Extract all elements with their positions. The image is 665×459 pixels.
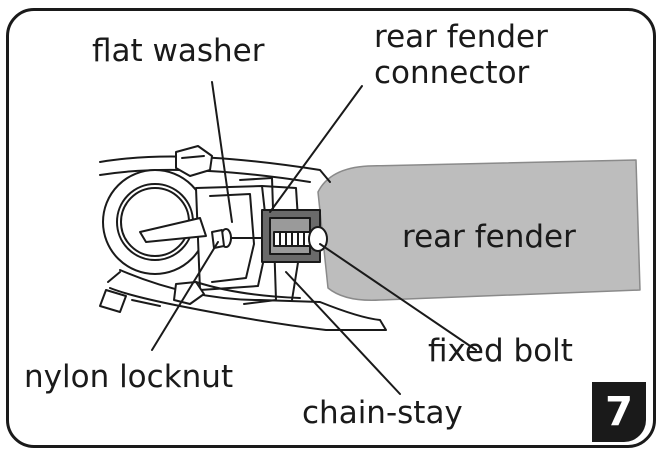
leader-nylon-locknut: [151, 241, 219, 351]
leader-flat-washer: [211, 81, 233, 223]
top-nut: [175, 145, 213, 177]
label-fixed-bolt: fixed bolt: [428, 333, 573, 369]
label-flat-washer: flat washer: [92, 33, 265, 69]
leader-rear-fender-connector: [269, 85, 363, 213]
label-chain-stay: chain-stay: [302, 395, 463, 431]
label-rear-fender-connector-line1: rear fender: [374, 19, 548, 55]
label-rear-fender-connector-line2: connector: [374, 55, 530, 91]
step-number-badge: 7: [592, 382, 646, 442]
rear-fender-shape: [317, 159, 641, 301]
nylon-locknut-shape: [211, 229, 225, 249]
leader-chain-stay: [285, 271, 401, 395]
label-nylon-locknut: nylon locknut: [24, 359, 234, 395]
label-rear-fender: rear fender: [402, 219, 576, 255]
chain-stay-shape: [109, 269, 387, 331]
leader-fixed-bolt: [319, 243, 477, 351]
